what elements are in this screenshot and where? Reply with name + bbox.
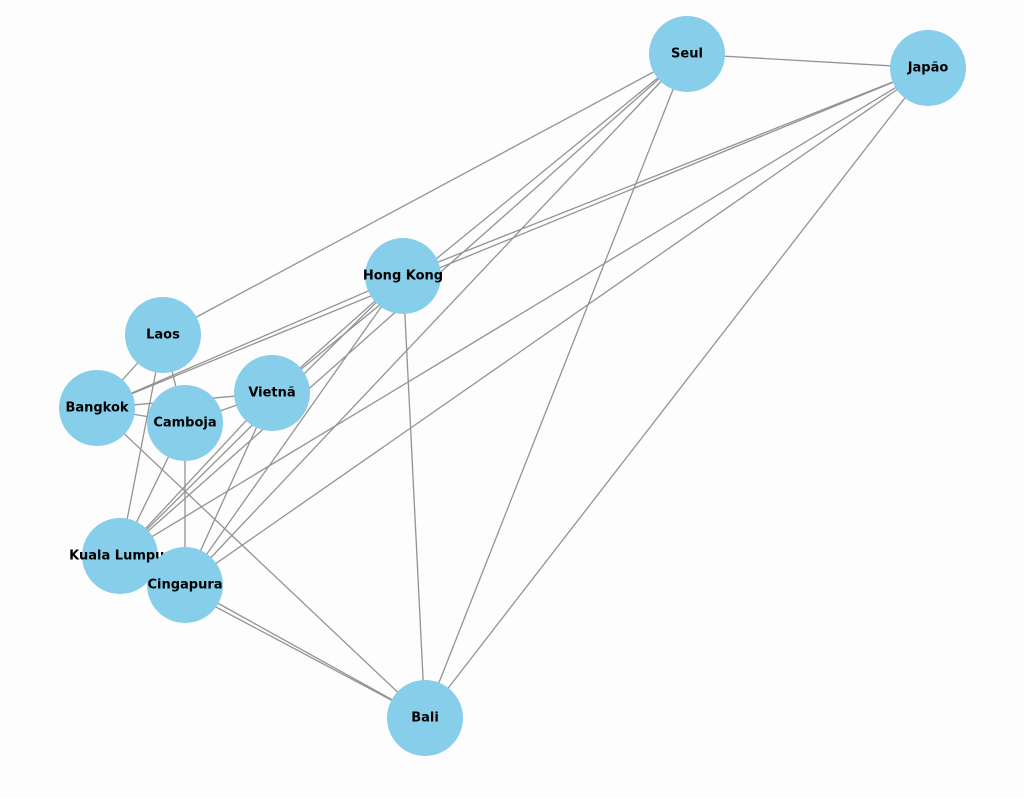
node-laos: Laos	[125, 297, 201, 373]
edge-seul-bali	[424, 53, 688, 719]
edge-hong-kong-bangkok	[96, 275, 404, 409]
edge-japao-kuala-lumpur	[119, 67, 929, 557]
edges-layer	[96, 53, 929, 719]
node-circle	[147, 385, 223, 461]
node-circle	[890, 30, 966, 106]
node-circle	[147, 547, 223, 623]
node-circle	[59, 370, 135, 446]
node-japao: Japão	[890, 30, 966, 106]
edge-japao-cingapura	[184, 67, 929, 586]
node-circle	[387, 680, 463, 756]
edge-hong-kong-cingapura	[184, 275, 404, 586]
edge-seul-japao	[686, 53, 929, 69]
edge-cingapura-bali	[184, 584, 426, 719]
node-hong-kong: Hong Kong	[363, 238, 443, 314]
node-label: Camboja	[153, 416, 216, 431]
edge-japao-bali	[424, 67, 929, 719]
node-circle	[234, 355, 310, 431]
node-label: Hong Kong	[363, 269, 443, 284]
node-label: Japão	[907, 61, 949, 76]
node-kuala-lumpur: Kuala Lumpur	[69, 518, 171, 594]
node-label: Seul	[671, 47, 703, 62]
edge-hong-kong-bali	[402, 275, 426, 719]
node-label: Cingapura	[147, 578, 222, 593]
node-label: Laos	[146, 328, 180, 343]
node-circle	[649, 16, 725, 92]
edge-bangkok-bali	[96, 407, 426, 719]
edge-japao-hong-kong	[402, 67, 929, 277]
node-bangkok: Bangkok	[59, 370, 135, 446]
node-bali: Bali	[387, 680, 463, 756]
node-label: Bangkok	[65, 401, 128, 416]
node-camboja: Camboja	[147, 385, 223, 461]
edge-seul-cingapura	[184, 53, 688, 586]
node-label: Vietnã	[248, 386, 295, 401]
node-seul: Seul	[649, 16, 725, 92]
edge-seul-laos	[162, 53, 688, 336]
edge-japao-bangkok	[96, 67, 929, 409]
node-circle	[365, 238, 441, 314]
node-label: Kuala Lumpur	[69, 549, 171, 564]
node-circle	[125, 297, 201, 373]
edge-seul-vietna	[271, 53, 688, 394]
node-circle	[82, 518, 158, 594]
node-cingapura: Cingapura	[147, 547, 223, 623]
node-label: Bali	[411, 711, 439, 726]
node-vietna: Vietnã	[234, 355, 310, 431]
